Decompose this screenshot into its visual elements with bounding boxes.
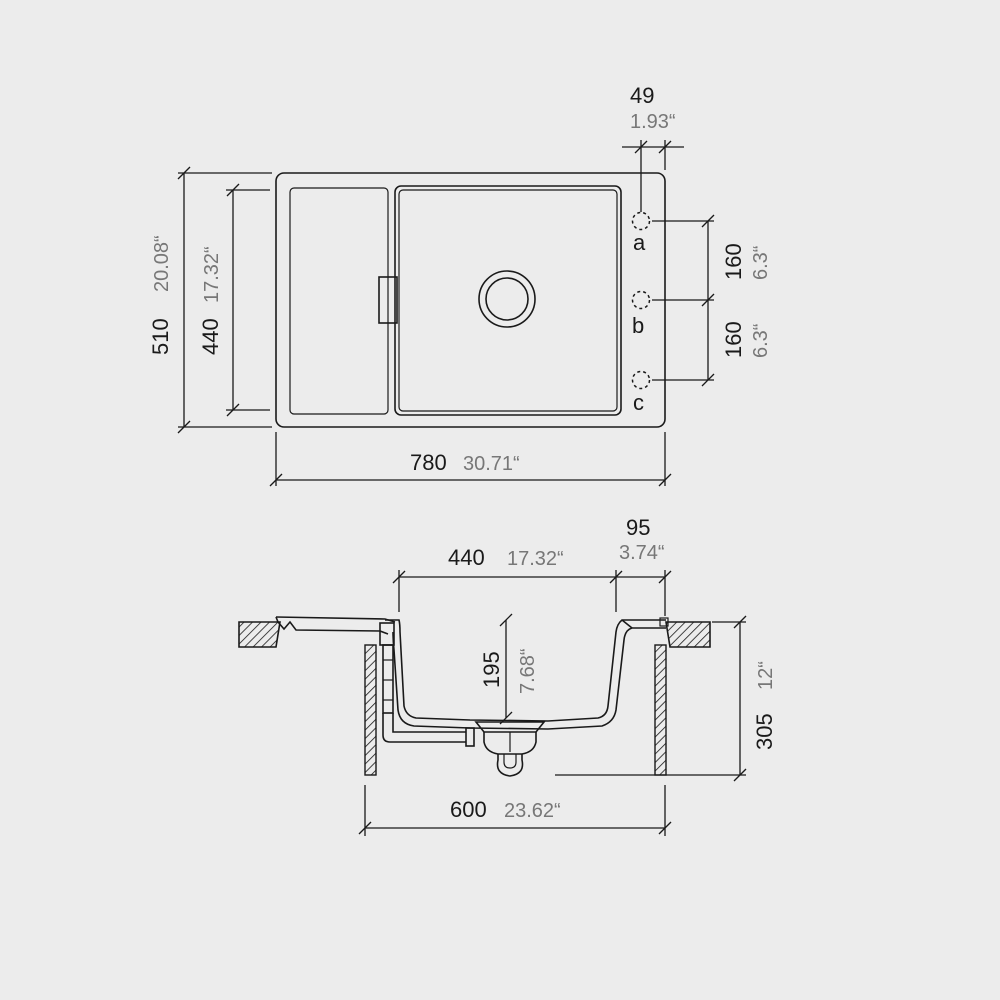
worktop-left-section	[238, 621, 281, 648]
drain-inner	[485, 277, 529, 321]
top-view: a b c 510 20.08“ 440 17.32“	[148, 83, 772, 487]
cabinet-wall-left	[364, 644, 377, 776]
rim-width-mm: 95	[626, 515, 650, 540]
bowl-height-mm: 195	[479, 651, 504, 688]
dimension-bowl-depth: 440 17.32“	[198, 183, 270, 417]
dimension-bowl-width: 440 17.32“ 95 3.74“	[392, 515, 672, 616]
dimension-cabinet-height: 305 12“	[555, 615, 777, 782]
overall-depth-mm: 510	[148, 318, 173, 355]
overflow-pipe	[379, 622, 475, 747]
tap-hole-a-label: a	[633, 230, 646, 255]
bowl-inner	[398, 189, 618, 412]
bowl-depth-mm: 440	[198, 318, 223, 355]
overflow-slot	[378, 276, 398, 324]
tap-spacing-bc-mm: 160	[721, 321, 746, 358]
dimension-tap-spacing: 160 6.3“ 160 6.3“	[652, 214, 772, 387]
sink-outline	[275, 172, 666, 428]
tap-hole-c-icon	[631, 370, 651, 390]
dimension-overall-width: 780 30.71“	[269, 432, 672, 487]
section-view: 440 17.32“ 95 3.74“ 195 7.68“ 305 12“	[238, 515, 777, 836]
tap-hole-c-label: c	[633, 390, 644, 415]
drainer-area	[289, 187, 389, 415]
rim-width-inch: 3.74“	[619, 542, 665, 564]
overall-depth-inch: 20.08“	[151, 235, 173, 292]
bowl-outer	[394, 185, 622, 416]
drainer-profile	[275, 616, 396, 635]
tap-hole-b-label: b	[632, 313, 644, 338]
tap-hole-b-icon	[631, 290, 651, 310]
cabinet-width-inch: 23.62“	[504, 800, 561, 822]
bowl-depth-inch: 17.32“	[201, 246, 223, 303]
tap-offset-mm: 49	[630, 83, 654, 108]
waste-trap	[474, 721, 546, 777]
tap-spacing-bc-inch: 6.3“	[750, 324, 772, 358]
bowl-width-inch: 17.32“	[507, 548, 564, 570]
cabinet-wall-right	[654, 644, 667, 776]
bowl-height-inch: 7.68“	[517, 648, 539, 694]
worktop-right-section	[665, 621, 711, 648]
tap-hole-a-icon	[631, 211, 651, 231]
cabinet-width-mm: 600	[450, 797, 487, 822]
tap-spacing-ab-mm: 160	[721, 243, 746, 280]
tap-offset-inch: 1.93“	[630, 111, 676, 133]
cabinet-height-inch: 12“	[755, 661, 777, 690]
dimension-tap-offset: 49 1.93“	[622, 83, 684, 212]
overall-width-inch: 30.71“	[463, 453, 520, 475]
overall-width-mm: 780	[410, 450, 447, 475]
dimension-overall-depth: 510 20.08“	[148, 166, 272, 434]
cabinet-height-mm: 305	[752, 713, 777, 750]
dimension-cabinet-width: 600 23.62“	[358, 785, 672, 836]
bowl-width-mm: 440	[448, 545, 485, 570]
dimension-bowl-height: 195 7.68“	[479, 613, 539, 725]
drain-outer	[478, 270, 536, 328]
tap-spacing-ab-inch: 6.3“	[750, 246, 772, 280]
